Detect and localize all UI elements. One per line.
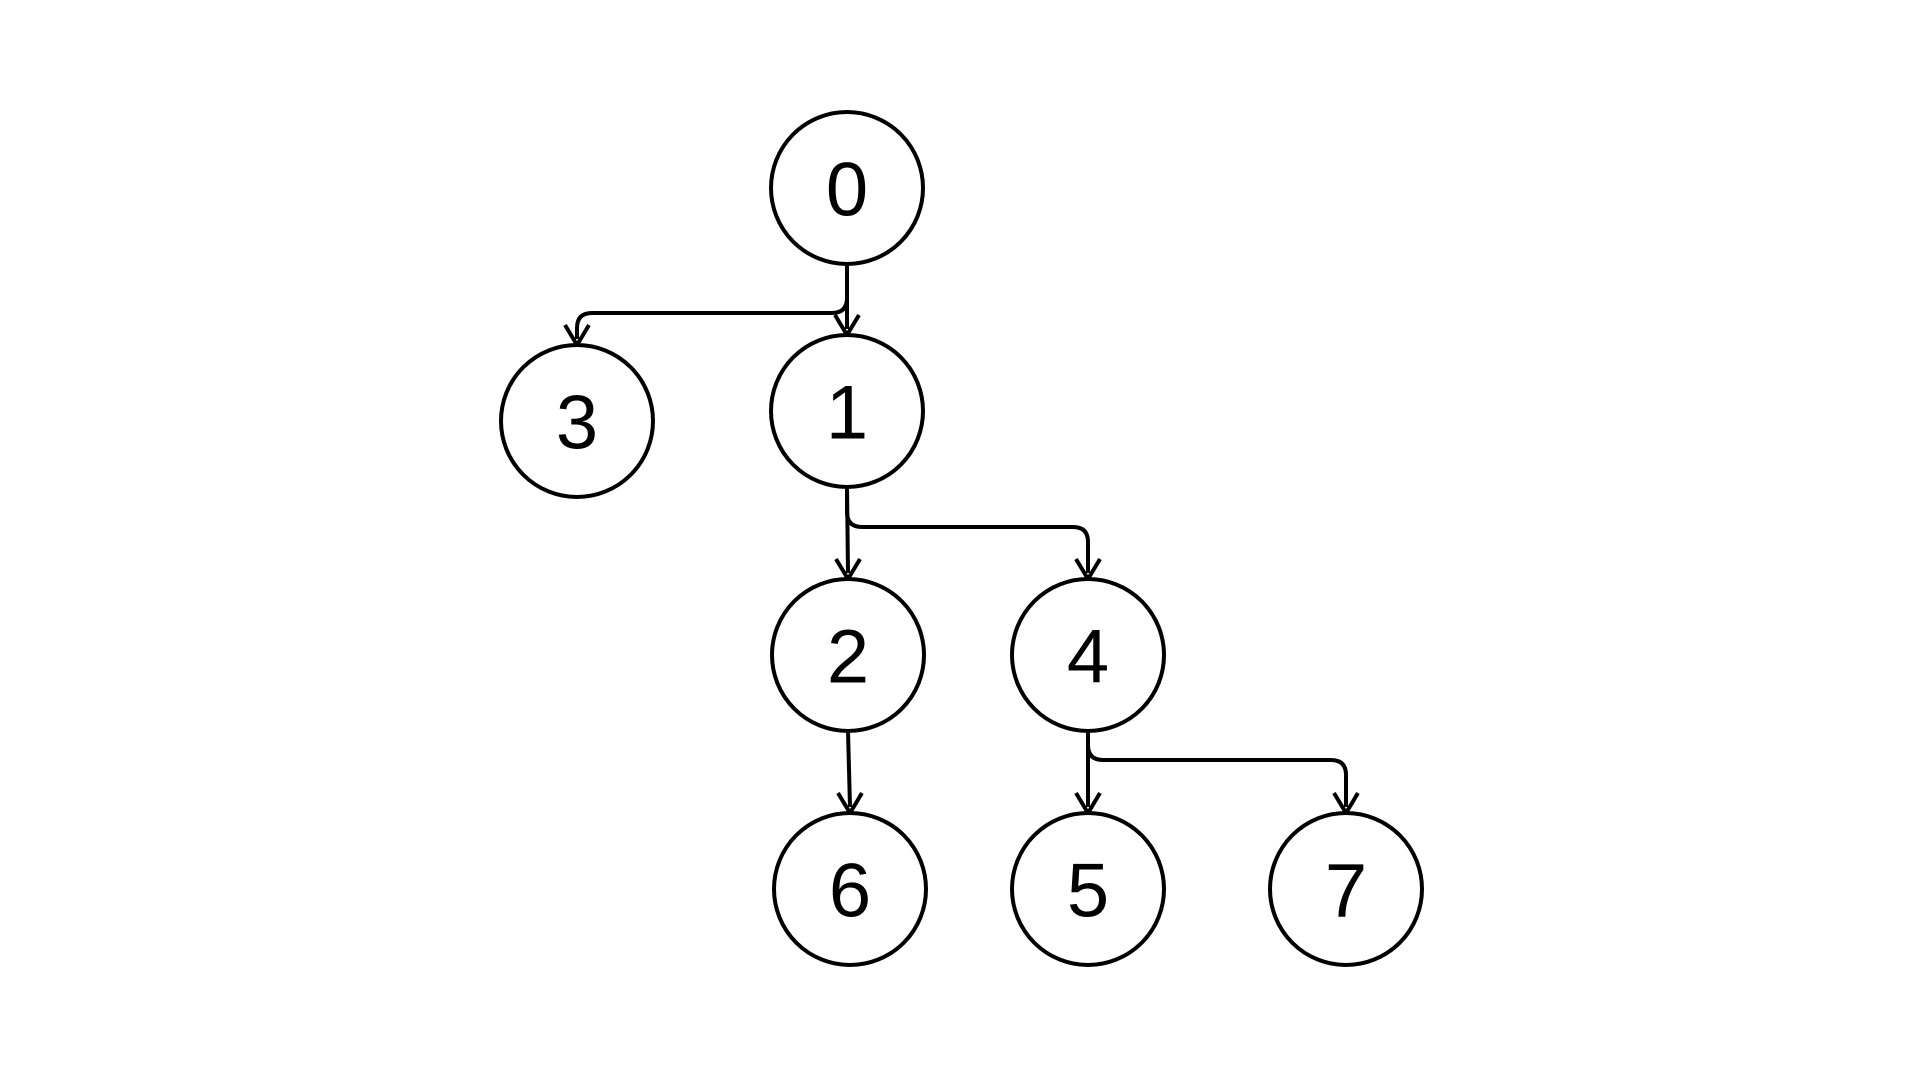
edge-path-1-4 <box>845 487 1090 573</box>
node-label: 0 <box>826 148 868 233</box>
node-label: 6 <box>829 849 871 934</box>
node-label: 3 <box>556 381 598 466</box>
graph-node-6[interactable]: 6 <box>772 811 928 967</box>
node-circle[interactable] <box>1268 811 1424 967</box>
node-label: 2 <box>827 615 869 700</box>
node-label: 4 <box>1067 615 1109 700</box>
node-circle[interactable] <box>772 811 928 967</box>
graph-node-7[interactable]: 7 <box>1268 811 1424 967</box>
node-layer: 0 3 1 2 4 6 5 7 <box>499 110 1424 967</box>
node-circle[interactable] <box>1010 811 1166 967</box>
node-circle[interactable] <box>769 333 925 489</box>
edge-path-4-7 <box>1086 731 1348 807</box>
node-circle[interactable] <box>1010 577 1166 733</box>
node-circle[interactable] <box>770 577 926 733</box>
node-label: 7 <box>1325 849 1367 934</box>
graph-node-5[interactable]: 5 <box>1010 811 1166 967</box>
node-circle[interactable] <box>499 343 655 499</box>
edge-path-2-6 <box>846 730 852 808</box>
graph-node-1[interactable]: 1 <box>769 333 925 489</box>
graph-node-2[interactable]: 2 <box>770 577 926 733</box>
node-circle[interactable] <box>769 110 925 266</box>
graph-node-0[interactable]: 0 <box>769 110 925 266</box>
graph-node-4[interactable]: 4 <box>1010 577 1166 733</box>
graph-node-3[interactable]: 3 <box>499 343 655 499</box>
node-label: 1 <box>826 371 868 456</box>
node-label: 5 <box>1067 849 1109 934</box>
